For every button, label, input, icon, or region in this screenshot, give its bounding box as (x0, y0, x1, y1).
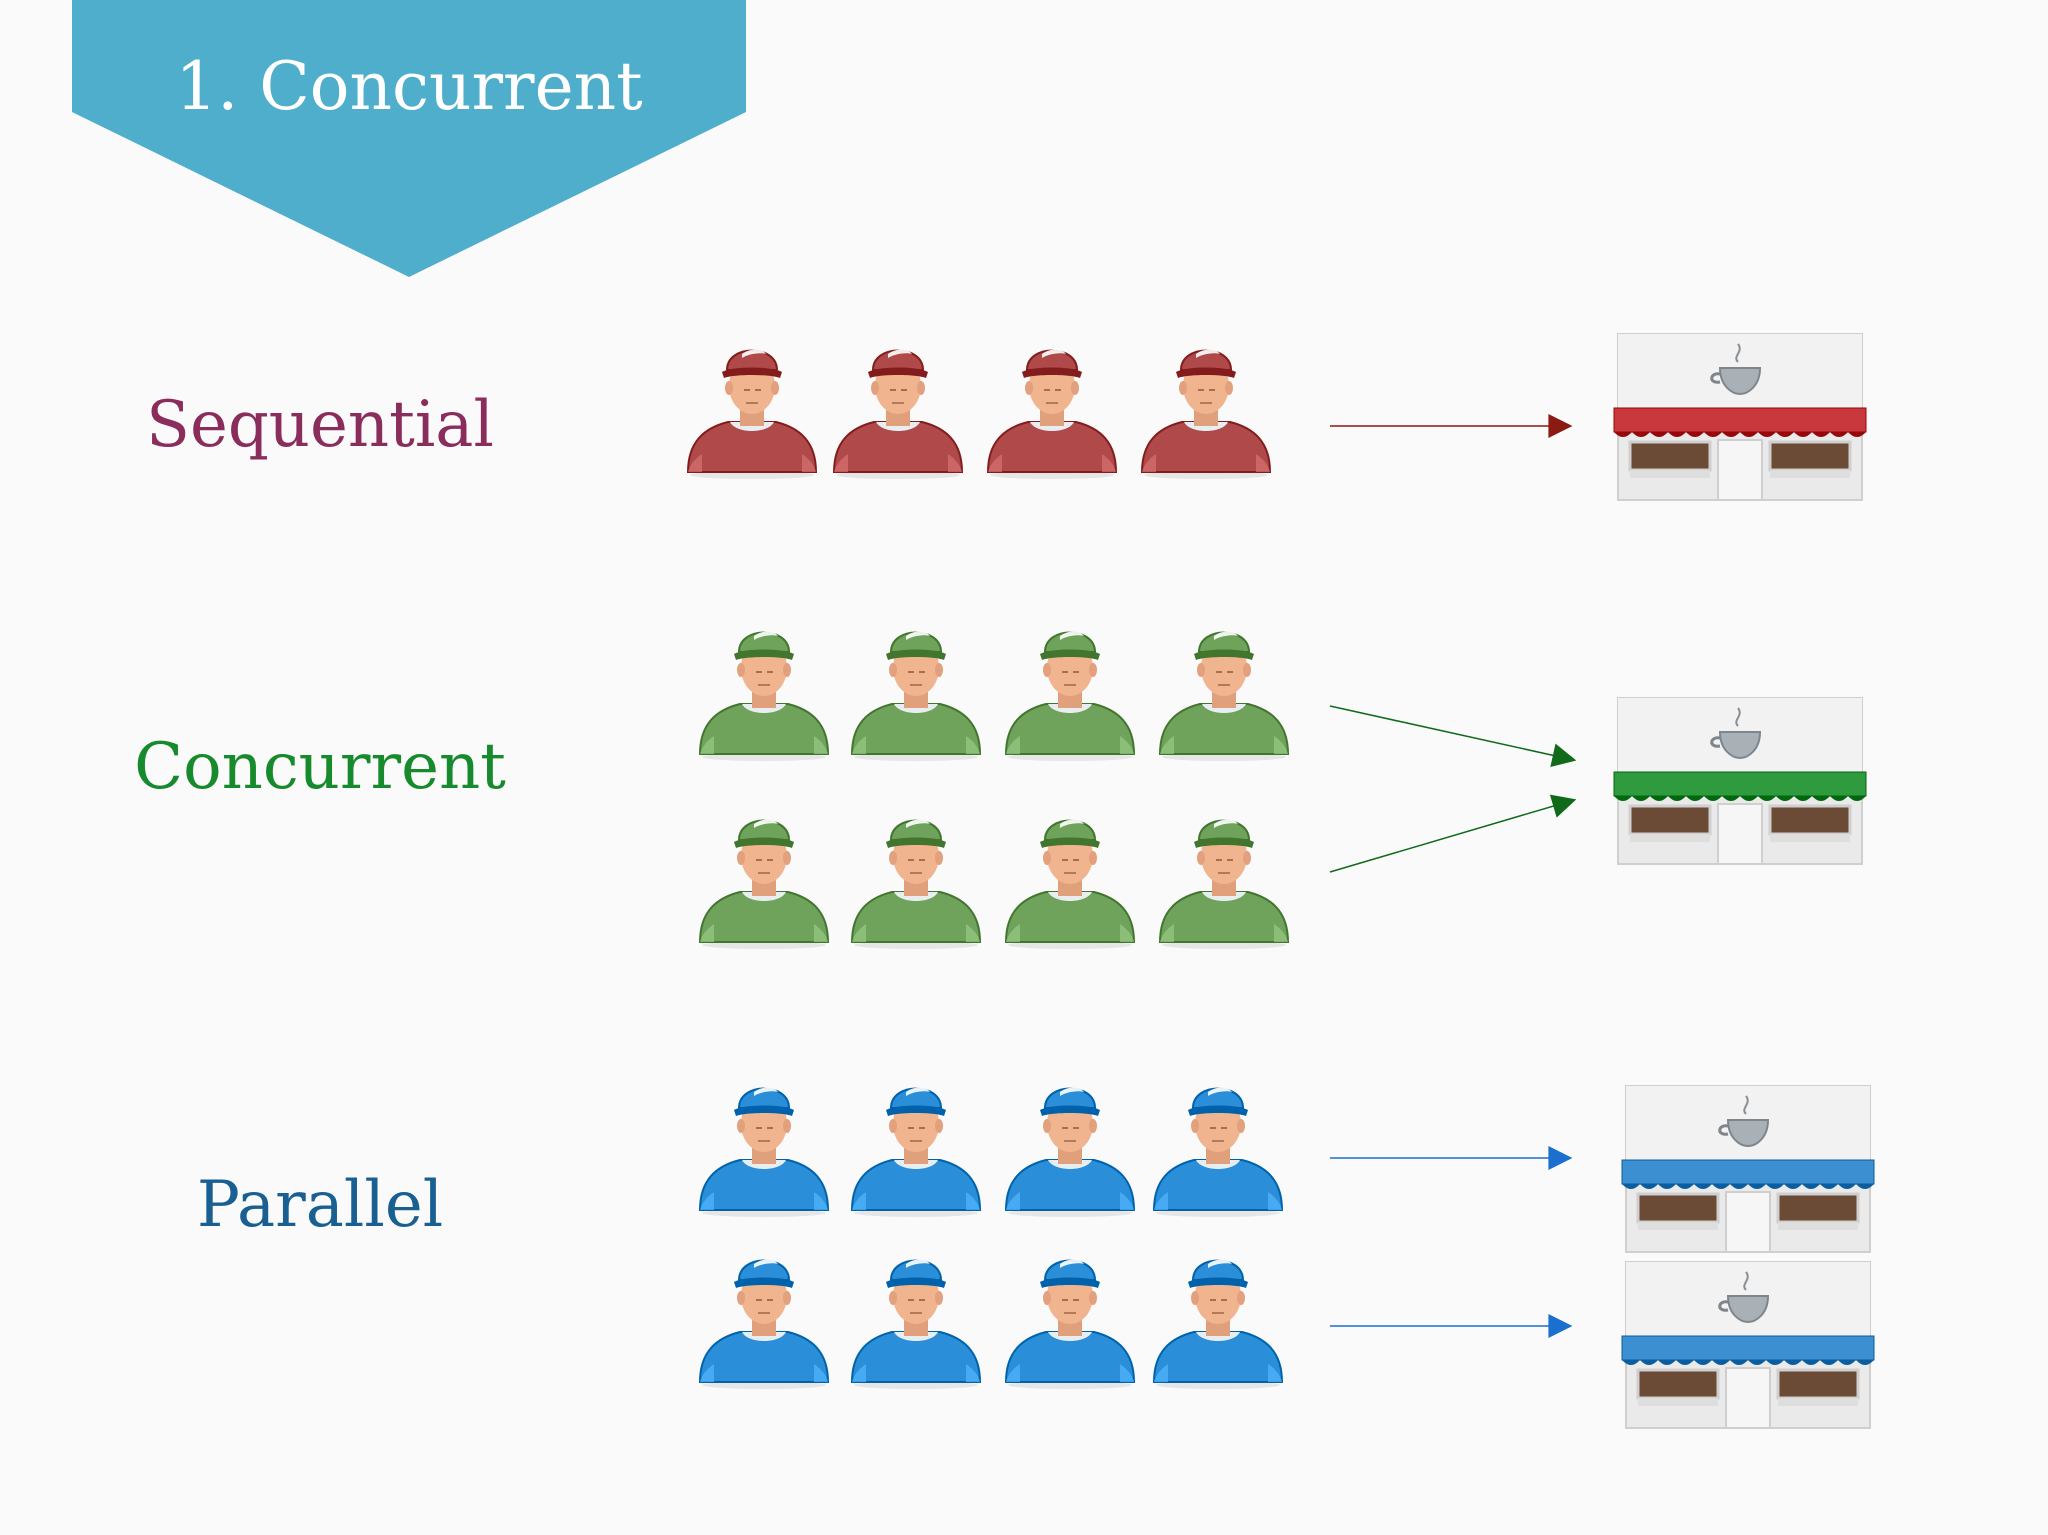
worker-icon (1136, 330, 1276, 480)
worker-icon (846, 612, 986, 762)
coffee-shop-icon (1620, 1082, 1876, 1262)
worker-icon (1000, 800, 1140, 950)
worker-icon (1148, 1240, 1288, 1390)
worker-icon (1000, 612, 1140, 762)
row-label-concurrent: Concurrent (134, 730, 506, 804)
worker-icon (1000, 1068, 1140, 1218)
worker-icon (682, 330, 822, 480)
banner-shape (72, 0, 746, 277)
worker-icon (846, 1240, 986, 1390)
coffee-shop-icon (1620, 1258, 1876, 1438)
arrow (1329, 794, 1577, 873)
worker-icon (846, 800, 986, 950)
worker-icon (1148, 1068, 1288, 1218)
worker-icon (1154, 800, 1294, 950)
coffee-shop-icon (1612, 694, 1868, 874)
worker-icon (694, 1240, 834, 1390)
title-banner: 1. Concurrent (72, 0, 746, 278)
worker-icon (828, 330, 968, 480)
page-title: 1. Concurrent (175, 48, 643, 125)
worker-icon (1154, 612, 1294, 762)
row-label-sequential: Sequential (146, 388, 494, 462)
worker-icon (846, 1068, 986, 1218)
coffee-shop-icon (1612, 330, 1868, 510)
worker-icon (694, 612, 834, 762)
arrow (1329, 705, 1577, 768)
worker-icon (1000, 1240, 1140, 1390)
worker-icon (694, 1068, 834, 1218)
worker-icon (982, 330, 1122, 480)
worker-icon (694, 800, 834, 950)
row-label-parallel: Parallel (196, 1168, 444, 1242)
